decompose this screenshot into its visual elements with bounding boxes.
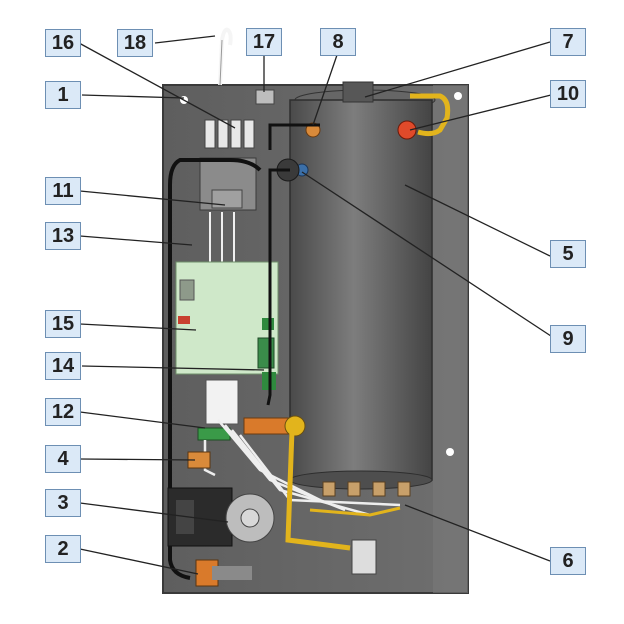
pump-cap bbox=[240, 508, 260, 528]
callout-6: 6 bbox=[550, 547, 586, 575]
element-wiring bbox=[203, 419, 401, 517]
valve-10 bbox=[397, 120, 417, 140]
contactor-face bbox=[211, 189, 243, 209]
return-nut bbox=[284, 415, 306, 437]
board-connector-green bbox=[262, 318, 274, 330]
callout-11: 11 bbox=[45, 177, 81, 205]
cable-18-outline bbox=[219, 39, 223, 86]
callout-8: 8 bbox=[320, 28, 356, 56]
callout-12: 12 bbox=[45, 398, 81, 426]
heating-tank bbox=[289, 99, 433, 481]
mount-hole-right bbox=[446, 448, 454, 456]
cabinet-side-strip bbox=[433, 85, 468, 593]
wires-13 bbox=[209, 212, 235, 262]
callout-2: 2 bbox=[45, 535, 81, 563]
heating-element-terminals bbox=[322, 481, 411, 497]
callout-5: 5 bbox=[550, 240, 586, 268]
inlet-base bbox=[212, 566, 252, 580]
power-terminals bbox=[204, 119, 255, 149]
callout-7: 7 bbox=[550, 28, 586, 56]
cable-gland-17 bbox=[255, 89, 275, 105]
board-connector-red bbox=[178, 316, 190, 324]
callout-4: 4 bbox=[45, 445, 81, 473]
callout-1: 1 bbox=[45, 81, 81, 109]
callout-10: 10 bbox=[550, 80, 586, 108]
callout-15: 15 bbox=[45, 310, 81, 338]
callout-18: 18 bbox=[117, 29, 153, 57]
drain-fitting bbox=[351, 539, 377, 575]
pressure-sensor-board-12 bbox=[205, 379, 239, 425]
callout-13: 13 bbox=[45, 222, 81, 250]
board-chip bbox=[179, 279, 195, 301]
board-relay-14 bbox=[257, 337, 275, 369]
top-sensor-cable bbox=[268, 123, 320, 150]
callout-17: 17 bbox=[246, 28, 282, 56]
main-cable bbox=[168, 158, 262, 580]
leader-lines bbox=[78, 35, 558, 575]
callout-14: 14 bbox=[45, 352, 81, 380]
yellow-pipe-drain bbox=[309, 506, 401, 517]
sensor-cable bbox=[266, 168, 290, 406]
callout-16: 16 bbox=[45, 29, 81, 57]
yellow-loop-top bbox=[410, 93, 451, 137]
tank-outlet-7 bbox=[342, 81, 374, 103]
yellow-pipe-bottom bbox=[285, 429, 351, 551]
tank-bottom bbox=[289, 470, 433, 490]
callout-3: 3 bbox=[45, 489, 81, 517]
mount-hole-top-right bbox=[454, 92, 462, 100]
power-cable-18 bbox=[218, 27, 233, 86]
callout-9: 9 bbox=[550, 325, 586, 353]
return-flange bbox=[243, 417, 291, 435]
